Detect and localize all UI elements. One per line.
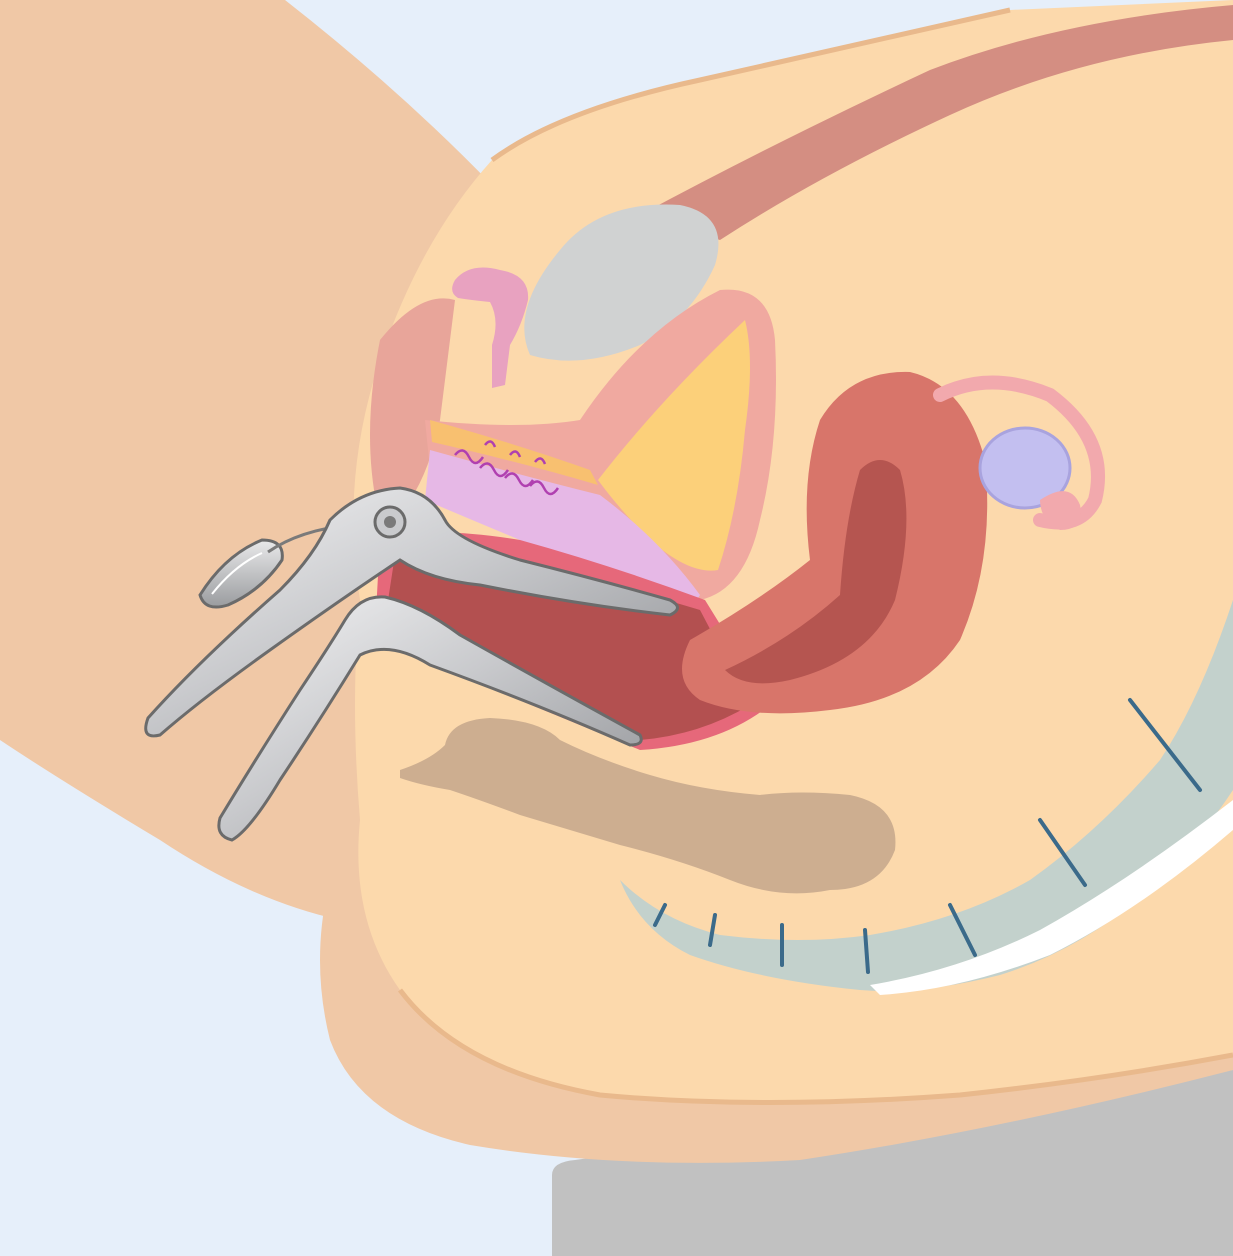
anatomy-svg	[0, 0, 1233, 1256]
anatomy-diagram	[0, 0, 1233, 1256]
